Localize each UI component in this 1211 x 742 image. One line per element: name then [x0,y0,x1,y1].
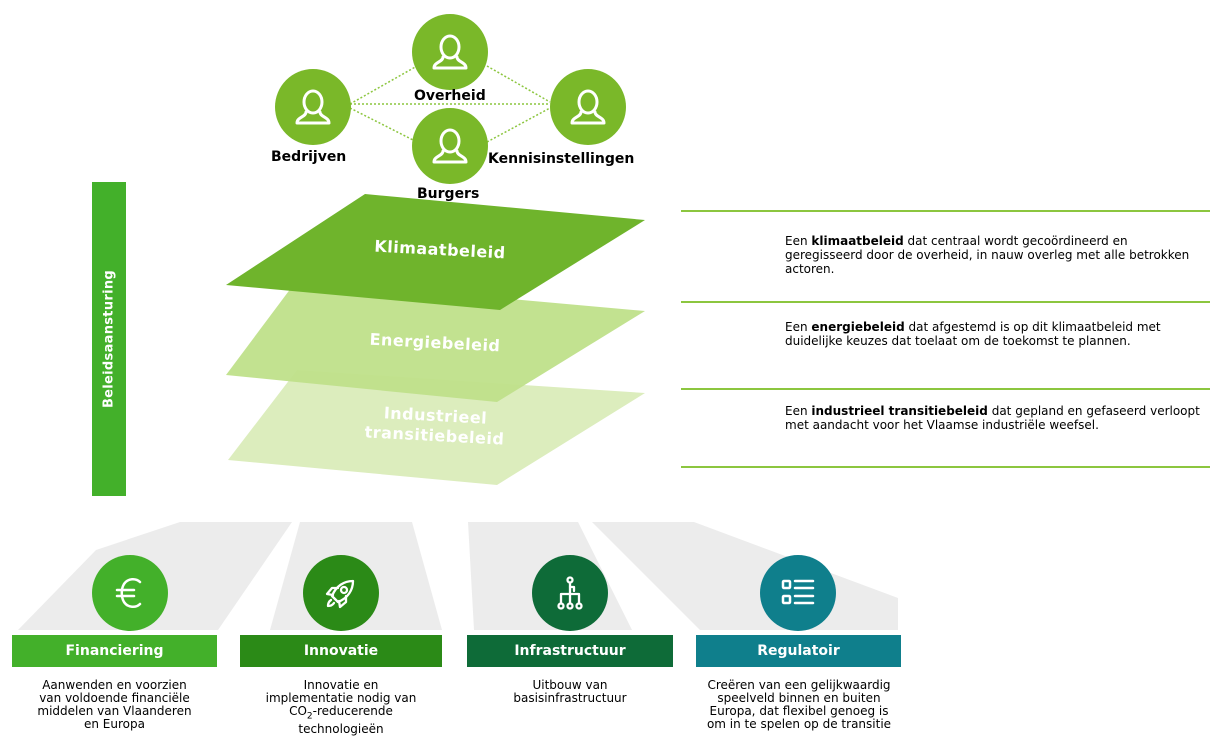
actor-label-kennisinstellingen: Kennisinstellingen [488,151,635,167]
actor-label-bedrijven: Bedrijven [271,149,347,165]
pillar-innovatie-circle [303,555,379,631]
link-burgers-kennis [486,107,551,143]
co2-subscript: 2 [306,711,313,722]
pillar-text-line: Europa, dat flexibel genoeg is [709,704,889,718]
pillar-regulatoir-title: Regulatoir [757,643,840,659]
rocket-icon [325,579,355,609]
pillar-text-line: Uitbouw van [532,678,608,692]
link-bedrijven-overheid [349,65,418,105]
pillar-financiering-text: Aanwenden en voorzien van voldoende fina… [12,679,217,731]
pillar-text-line: om in te spelen op de transitie [706,717,892,731]
description-bold: energiebeleid [811,320,905,334]
pillar-regulatoir-header: Regulatoir [696,635,901,667]
pillar-financiering-circle [92,555,168,631]
link-overheid-kennis [486,65,551,103]
pillar-innovatie-title: Innovatie [303,643,379,659]
description-industrieel-transitiebeleid: Een industrieel transitiebeleid dat gepl… [785,404,1205,432]
pillar-text-line: basisinfrastructuur [513,691,627,705]
pillar-financiering-title: Financiering [65,643,164,659]
description-prefix: Een [785,404,812,418]
description-prefix: Een [785,320,812,334]
pillar-infrastructuur-circle [532,555,608,631]
person-icon [432,128,468,164]
pillar-text-line: en Europa [84,717,145,731]
pillar-text-line: CO2-reducerende [240,705,442,723]
description-bold: industrieel transitiebeleid [811,404,988,418]
pillar-text-line: speelveld binnen en buiten [717,691,881,705]
co2-suffix: -reducerende [312,704,393,718]
pillar-regulatoir-text: Creëren van een gelijkwaardig speelveld … [688,679,910,731]
link-bedrijven-burgers [349,107,418,143]
pillar-regulatoir-circle [760,555,836,631]
description-energiebeleid: Een energiebeleid dat afgestemd is op di… [785,320,1205,348]
pillar-text-line: Aanwenden en voorzien [42,678,187,692]
divider-line [681,388,1210,390]
divider-line [681,466,1210,468]
actor-label-burgers: Burgers [417,186,480,202]
description-rest: dat gepland en gefaseerd verloopt met aa… [785,404,1200,432]
pillar-text-line: van voldoende financiële [39,691,190,705]
pillar-infrastructuur-title: Infrastructuur [514,643,626,659]
pillar-infrastructuur-header: Infrastructuur [467,635,673,667]
pillar-financiering-header: Financiering [12,635,217,667]
side-bar-label: Beleidsaansturing [101,269,117,409]
description-bold: klimaatbeleid [811,234,904,248]
divider-line [681,301,1210,303]
description-klimaatbeleid: Een klimaatbeleid dat centraal wordt gec… [785,234,1205,276]
actor-label-overheid: Overheid [414,88,486,104]
person-icon [295,89,331,125]
layer-shape-klimaat [226,194,645,310]
person-icon [432,34,468,70]
co2-prefix: CO [289,704,307,718]
pillar-innovatie-text: Innovatie en implementatie nodig van CO2… [240,679,442,736]
divider-line [681,210,1210,212]
checklist-icon [781,579,815,605]
euro-icon [115,578,142,608]
actor-kennisinstellingen-circle [550,69,626,145]
pillar-text-line: implementatie nodig van [265,691,417,705]
actor-bedrijven-circle [275,69,351,145]
pillar-text-line: middelen van Vlaanderen [37,704,192,718]
description-prefix: Een [785,234,812,248]
person-icon [570,89,606,125]
layer-shape-industrieel [228,370,645,485]
pillar-bg-regulatoir [592,522,898,630]
description-rest: dat afgestemd is op dit klimaatbeleid me… [785,320,1161,348]
pillar-text-line: technologieën [298,722,384,737]
pillar-infrastructuur-text: Uitbouw van basisinfrastructuur [467,679,673,705]
layer-shape-energie [226,280,645,402]
actor-burgers-circle [412,108,488,184]
network-icon [557,576,583,610]
side-bar: Beleidsaansturing [92,182,126,496]
description-rest: dat centraal wordt gecoördineerd en gere… [785,234,1190,276]
pillar-innovatie-header: Innovatie [240,635,442,667]
pillar-text-line: Creëren van een gelijkwaardig [707,678,891,692]
pillar-text-line: Innovatie en [303,678,379,692]
actor-overheid-circle [412,14,488,90]
